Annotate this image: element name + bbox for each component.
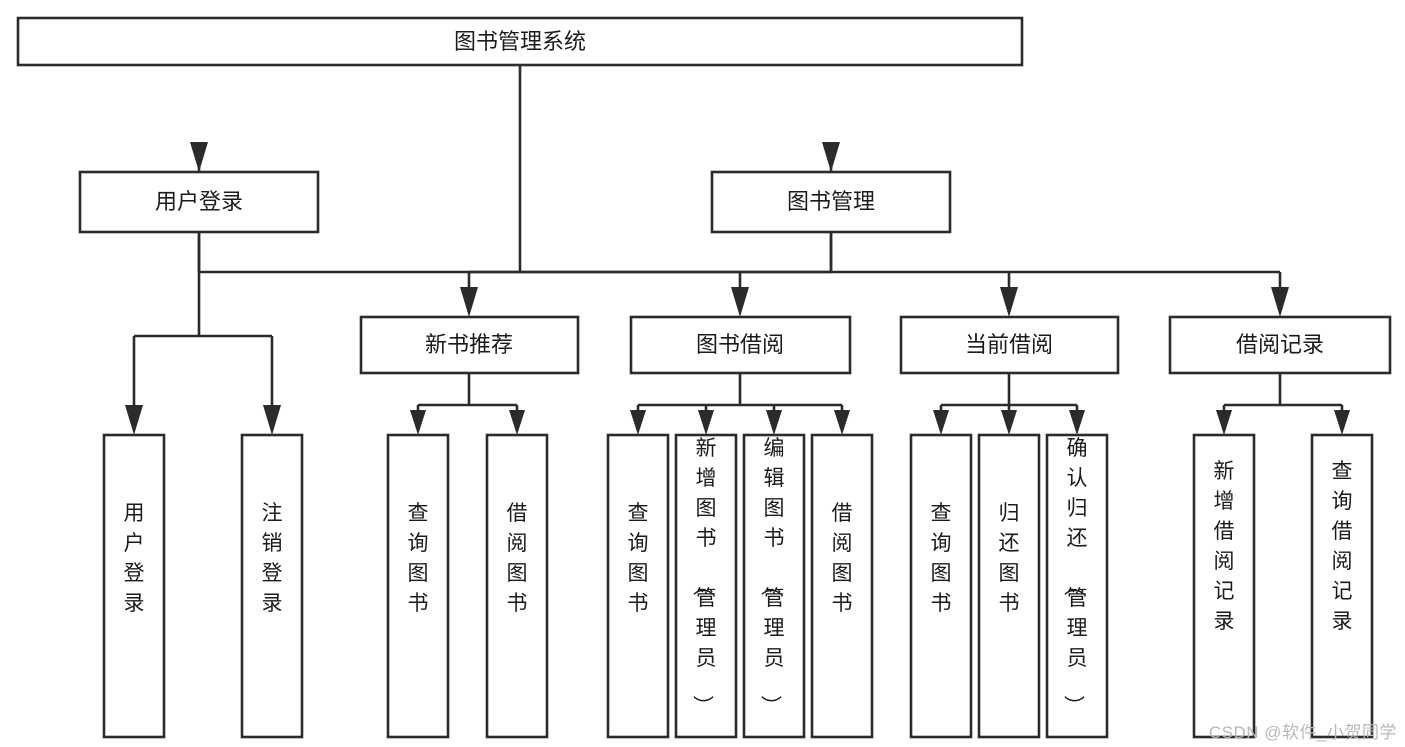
node-borrow-query-book-box[interactable] xyxy=(606,433,670,739)
node-rec-borrow-book[interactable]: 借阅图书 xyxy=(485,433,549,739)
node-current-borrow-label: 当前借阅 xyxy=(965,332,1053,357)
node-borrow-query-book[interactable]: 查询图书 xyxy=(606,433,670,739)
node-root[interactable]: 图书管理系统 xyxy=(16,16,1024,67)
node-record-add-box[interactable] xyxy=(1192,433,1256,739)
node-new-book-recommend-box[interactable] xyxy=(359,315,580,375)
node-borrow-edit-book[interactable]: 编辑图书（管理员） xyxy=(742,433,806,739)
node-root-box[interactable] xyxy=(16,16,1024,67)
arrowhead-user-logout xyxy=(263,405,281,435)
node-borrow-borrow-book-box[interactable] xyxy=(810,433,874,739)
node-borrow-edit-book-label: 编辑图书（管理员） xyxy=(759,437,785,716)
arrowhead-borrow-edit-book xyxy=(766,410,782,435)
arrowhead-book-borrow xyxy=(731,287,749,317)
node-book-management[interactable]: 图书管理 xyxy=(710,170,952,234)
arrowhead-borrow-add-book xyxy=(698,410,714,435)
arrowhead-borrow-record xyxy=(1271,287,1289,317)
node-user-logout[interactable]: 注销登录 xyxy=(240,433,304,739)
node-borrow-add-book-box[interactable] xyxy=(674,433,738,739)
arrowhead-new-book-recommend xyxy=(460,287,478,317)
node-current-borrow-box[interactable] xyxy=(899,315,1120,375)
csdn-watermark: CSDN @软件_小贺同学 xyxy=(1208,723,1397,742)
node-user-login[interactable]: 用户登录 xyxy=(78,170,320,234)
node-user-login-label: 用户登录 xyxy=(155,189,243,214)
arrowhead-current-query-book xyxy=(933,410,949,435)
arrowhead-borrow-query-book xyxy=(630,410,646,435)
node-borrow-add-book-label: 新增图书（管理员） xyxy=(691,437,717,716)
node-current-borrow[interactable]: 当前借阅 xyxy=(899,315,1120,375)
arrowhead-current-borrow xyxy=(1000,287,1018,317)
node-new-book-recommend-label: 新书推荐 xyxy=(425,332,513,357)
node-current-confirm-return-label: 确认归还（管理员） xyxy=(1062,437,1088,716)
node-book-management-label: 图书管理 xyxy=(787,189,875,214)
node-book-borrow[interactable]: 图书借阅 xyxy=(629,315,852,375)
node-root-label: 图书管理系统 xyxy=(454,29,586,54)
node-borrow-record-box[interactable] xyxy=(1168,315,1392,375)
node-borrow-borrow-book-label: 借阅图书 xyxy=(832,502,853,615)
node-user-login-do-box[interactable] xyxy=(102,433,166,739)
node-current-return-book-box[interactable] xyxy=(977,433,1041,739)
node-book-borrow-box[interactable] xyxy=(629,315,852,375)
node-borrow-borrow-book[interactable]: 借阅图书 xyxy=(810,433,874,739)
node-current-confirm-return-box[interactable] xyxy=(1045,433,1109,739)
node-user-login-do[interactable]: 用户登录 xyxy=(102,433,166,739)
node-borrow-record-label: 借阅记录 xyxy=(1236,332,1324,357)
node-borrow-edit-book-box[interactable] xyxy=(742,433,806,739)
node-rec-query-book-box[interactable] xyxy=(386,433,450,739)
node-rec-borrow-book-label: 借阅图书 xyxy=(507,502,528,615)
node-record-add[interactable]: 新增借阅记录 xyxy=(1192,433,1256,739)
arrowhead-current-confirm-return xyxy=(1069,410,1085,435)
node-layer: 图书管理系统 用户登录 图书管理 新书推荐 图书借阅 xyxy=(16,16,1392,739)
node-new-book-recommend[interactable]: 新书推荐 xyxy=(359,315,580,375)
node-current-query-book[interactable]: 查询图书 xyxy=(909,433,973,739)
node-user-login-box[interactable] xyxy=(78,170,320,234)
node-current-query-book-label: 查询图书 xyxy=(931,502,952,615)
node-rec-borrow-book-box[interactable] xyxy=(485,433,549,739)
node-book-borrow-label: 图书借阅 xyxy=(696,332,784,357)
node-record-query-box[interactable] xyxy=(1310,433,1374,739)
arrowhead-record-query xyxy=(1334,410,1350,435)
arrowhead-book-management xyxy=(822,142,840,172)
node-current-confirm-return[interactable]: 确认归还（管理员） xyxy=(1045,433,1109,739)
node-user-logout-box[interactable] xyxy=(240,433,304,739)
arrowhead-user-login-do xyxy=(125,405,143,435)
node-rec-query-book-label: 查询图书 xyxy=(408,502,429,615)
arrowhead-current-return-book xyxy=(1001,410,1017,435)
arrowhead-rec-query-book xyxy=(410,410,426,435)
node-rec-query-book[interactable]: 查询图书 xyxy=(386,433,450,739)
node-borrow-add-book[interactable]: 新增图书（管理员） xyxy=(674,433,738,739)
node-current-query-book-box[interactable] xyxy=(909,433,973,739)
arrowhead-user-login xyxy=(190,142,208,172)
node-user-logout-label: 注销登录 xyxy=(262,502,283,615)
node-borrow-record[interactable]: 借阅记录 xyxy=(1168,315,1392,375)
arrowhead-borrow-borrow-book xyxy=(834,410,850,435)
node-borrow-query-book-label: 查询图书 xyxy=(628,502,649,615)
node-user-login-do-label: 用户登录 xyxy=(124,502,145,615)
node-record-query[interactable]: 查询借阅记录 xyxy=(1310,433,1374,739)
node-record-query-label: 查询借阅记录 xyxy=(1332,460,1353,633)
arrowhead-record-add xyxy=(1216,410,1232,435)
node-current-return-book-label: 归还图书 xyxy=(999,502,1020,615)
node-book-management-box[interactable] xyxy=(710,170,952,234)
arrowhead-rec-borrow-book xyxy=(509,410,525,435)
connector-layer xyxy=(125,65,1350,435)
node-record-add-label: 新增借阅记录 xyxy=(1214,460,1235,633)
node-current-return-book[interactable]: 归还图书 xyxy=(977,433,1041,739)
